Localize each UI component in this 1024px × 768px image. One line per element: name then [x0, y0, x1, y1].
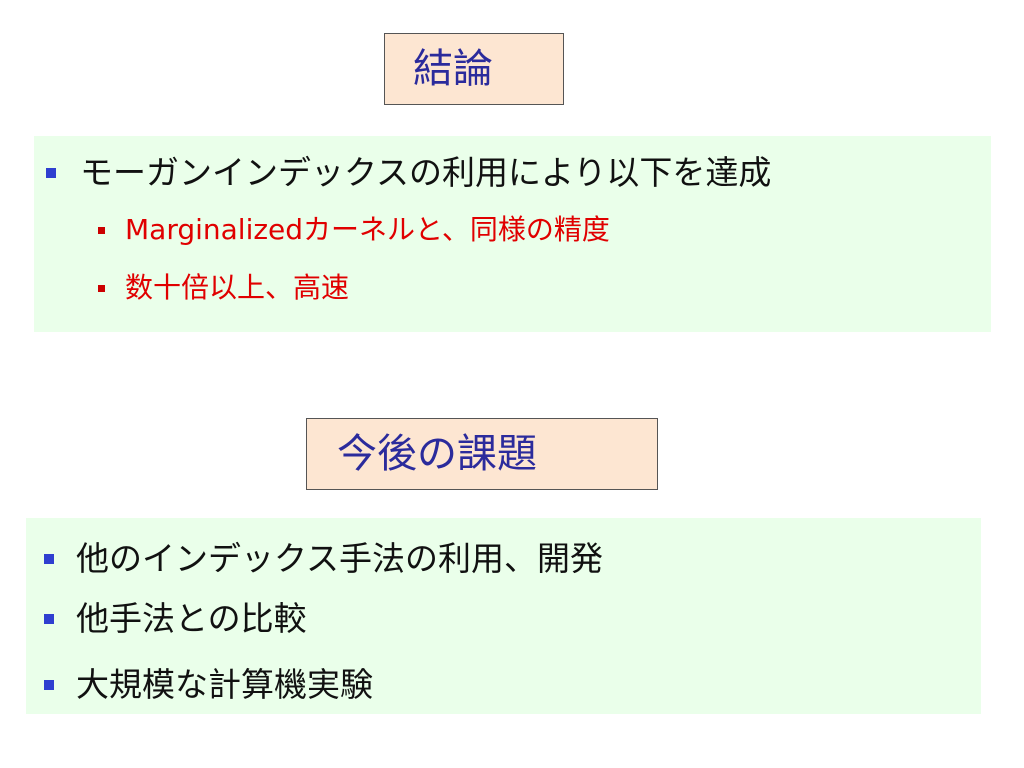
future-work-title-text: 今後の課題	[337, 431, 537, 477]
square-bullet-icon	[44, 613, 54, 624]
list-item-text: 他のインデックス手法の利用、開発	[76, 539, 604, 578]
square-bullet-icon	[98, 284, 105, 292]
sub-list-item-text: Marginalizedカーネルと、同様の精度	[125, 213, 610, 246]
list-item-text: 大規模な計算機実験	[76, 665, 373, 704]
square-bullet-icon	[44, 553, 54, 564]
list-item: モーガンインデックスの利用により以下を達成	[46, 156, 771, 189]
future-work-title: 今後の課題	[306, 418, 658, 490]
list-item-text: モーガンインデックスの利用により以下を達成	[80, 153, 772, 192]
sub-list-item: Marginalizedカーネルと、同様の精度	[98, 216, 610, 244]
conclusion-panel: モーガンインデックスの利用により以下を達成 Marginalizedカーネルと、…	[34, 136, 991, 332]
sub-list-item: 数十倍以上、高速	[98, 274, 349, 302]
conclusion-title-text: 結論	[413, 46, 493, 92]
sub-list-item-text: 数十倍以上、高速	[125, 271, 350, 304]
conclusion-title: 結論	[384, 33, 564, 105]
list-item-text: 他手法との比較	[76, 599, 307, 638]
list-item: 他のインデックス手法の利用、開発	[44, 542, 603, 575]
square-bullet-icon	[98, 226, 105, 234]
future-work-panel: 他のインデックス手法の利用、開発 他手法との比較 大規模な計算機実験	[26, 518, 981, 714]
list-item: 大規模な計算機実験	[44, 668, 373, 701]
square-bullet-icon	[46, 167, 56, 178]
square-bullet-icon	[44, 679, 54, 690]
list-item: 他手法との比較	[44, 602, 307, 635]
